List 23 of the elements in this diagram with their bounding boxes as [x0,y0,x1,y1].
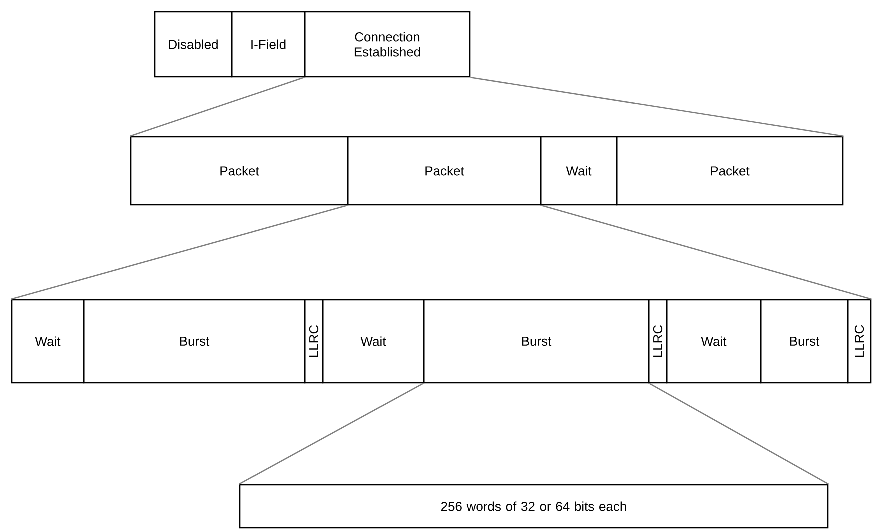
zoom-line [649,383,829,485]
zoom-line [541,205,872,300]
segment-box: Burst [423,299,650,384]
segment-box: Wait [666,299,762,384]
segment-box: LLRC [847,299,872,384]
segment-box: Packet [130,136,349,206]
segment-box: Disabled [154,11,233,78]
segment-box: Wait [540,136,618,206]
segment-box: LLRC [648,299,668,384]
segment-box: Connection Established [304,11,471,78]
zoom-line [470,77,844,137]
segment-box: Burst [760,299,849,384]
segment-box: Wait [11,299,85,384]
segment-box: Burst [83,299,306,384]
segment-box: I-Field [231,11,306,78]
zoom-line [11,205,348,300]
zoom-line [130,77,305,137]
segment-box: Packet [616,136,844,206]
zoom-line [239,383,424,485]
segment-box: 256 words of 32 or 64 bits each [239,484,829,529]
segment-box: Packet [347,136,542,206]
segment-box: LLRC [304,299,324,384]
segment-box: Wait [322,299,425,384]
